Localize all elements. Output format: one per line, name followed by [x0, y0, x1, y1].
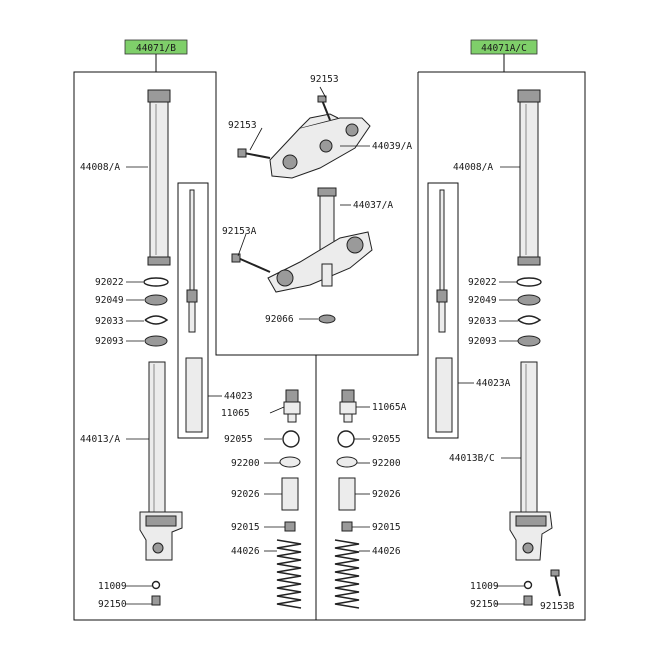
left-damper-rod [185, 189, 203, 433]
label-92033-right: 92033 [468, 316, 497, 327]
label-11065A: 11065A [372, 402, 407, 413]
right-cap-11065A [339, 389, 357, 423]
right-washer-92200 [336, 456, 358, 468]
leader [249, 127, 263, 151]
label-11009: 11009 [98, 581, 127, 592]
left-cap-11065 [283, 389, 301, 423]
left-oring-92055 [282, 430, 300, 448]
assembly-right-label: 44071A/C [481, 43, 527, 54]
left-spacer-92026 [281, 477, 299, 511]
label-92153B: 92153B [540, 601, 575, 612]
label-92200-left: 92200 [231, 458, 260, 469]
label-92066: 92066 [265, 314, 294, 325]
label-44039: 44039/A [372, 141, 412, 152]
left-cartridge-frame [177, 182, 209, 439]
right-damper-rod [435, 189, 453, 433]
bolt-92153-upper [317, 95, 331, 121]
label-44037: 44037/A [353, 200, 393, 211]
left-bolt-92150 [151, 595, 161, 606]
label-44026-right: 44026 [372, 546, 401, 557]
label-92049-right: 92049 [468, 295, 497, 306]
label-44008: 44008/A [80, 162, 120, 173]
label-92026-right: 92026 [372, 489, 401, 500]
label-44026-left: 44026 [231, 546, 260, 557]
label-92150-right: 92150 [470, 599, 499, 610]
label-92055-left: 92055 [224, 434, 253, 445]
label-44023A: 44023A [476, 378, 511, 389]
lower-triple-clamp [267, 187, 373, 293]
label-44013: 44013/A [80, 434, 120, 445]
label-92150: 92150 [98, 599, 127, 610]
left-spring-44026 [276, 539, 302, 609]
left-washer-11009 [151, 580, 161, 590]
right-assembly-frame [316, 54, 586, 621]
label-92200-right: 92200 [372, 458, 401, 469]
leader [237, 233, 247, 257]
right-seal-92049 [517, 294, 541, 306]
right-bush-92093 [517, 335, 541, 347]
label-92049: 92049 [95, 295, 124, 306]
right-cartridge-frame [427, 182, 459, 439]
label-92153A: 92153A [222, 226, 257, 237]
label-92153-top: 92153 [310, 74, 339, 85]
label-44013BC: 44013B/C [449, 453, 495, 464]
leader [269, 406, 285, 414]
label-11009-right: 11009 [470, 581, 499, 592]
left-washer-92200 [279, 456, 301, 468]
right-inner-tube [509, 361, 553, 561]
left-outer-tube [147, 89, 171, 266]
right-seal-92022 [516, 277, 542, 287]
right-oring-92055 [337, 430, 355, 448]
label-92093-right: 92093 [468, 336, 497, 347]
right-spring-44026 [334, 539, 360, 609]
label-92015-right: 92015 [372, 522, 401, 533]
right-collar-92015 [341, 521, 353, 532]
label-92026-left: 92026 [231, 489, 260, 500]
right-spacer-92026 [338, 477, 356, 511]
left-seal-92022 [143, 277, 169, 287]
upper-triple-clamp [269, 113, 371, 179]
label-92015-left: 92015 [231, 522, 260, 533]
right-bolt-92150 [523, 595, 533, 606]
label-92153-side: 92153 [228, 120, 257, 131]
bolt-92153-side [237, 148, 271, 159]
left-bush-92093 [144, 335, 168, 347]
label-92093: 92093 [95, 336, 124, 347]
left-seal-92049 [144, 294, 168, 306]
label-11065: 11065 [221, 408, 250, 419]
left-inner-tube [139, 361, 183, 561]
assembly-tag-left: 44071/B [124, 39, 188, 55]
nut-92066 [318, 314, 336, 324]
right-clip-92033 [517, 315, 542, 325]
label-44008-right: 44008/A [453, 162, 493, 173]
assembly-left-label: 44071/B [136, 43, 176, 54]
right-bolt-92153B [550, 569, 561, 597]
label-92055-right: 92055 [372, 434, 401, 445]
label-44023: 44023 [224, 391, 253, 402]
label-92022: 92022 [95, 277, 124, 288]
right-washer-11009 [523, 580, 533, 590]
left-collar-92015 [284, 521, 296, 532]
bolt-92153A [231, 253, 271, 273]
assembly-tag-right: 44071A/C [470, 39, 538, 55]
left-clip-92033 [144, 315, 169, 325]
right-outer-tube [517, 89, 541, 266]
label-92033: 92033 [95, 316, 124, 327]
label-92022-right: 92022 [468, 277, 497, 288]
leader [319, 86, 327, 99]
